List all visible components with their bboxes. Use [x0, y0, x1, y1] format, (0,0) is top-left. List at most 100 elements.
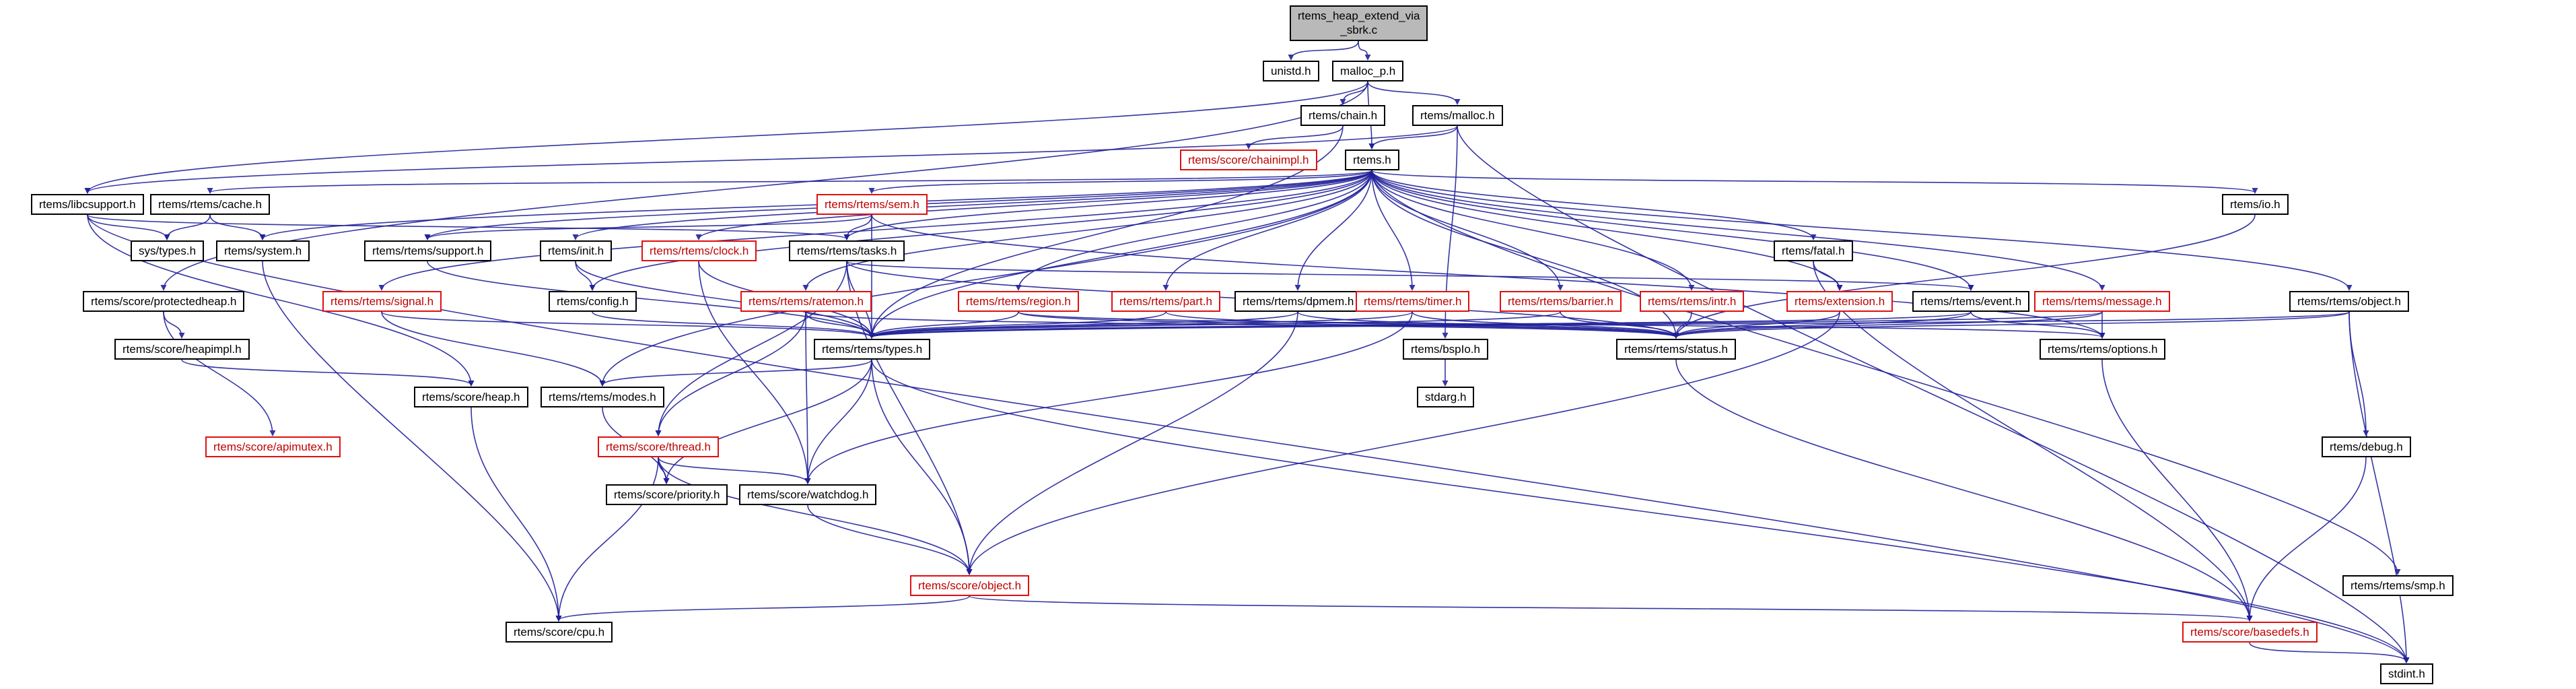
include-edge-malloc-to-stdint [1457, 125, 2410, 663]
include-edge-rtems_h-to-clock [695, 170, 1372, 240]
graph-node-label: stdint.h [2388, 667, 2425, 680]
graph-node-watchdog[interactable]: rtems/score/watchdog.h [739, 484, 877, 506]
graph-node-extension[interactable]: rtems/extension.h [1786, 291, 1893, 313]
include-edge-thread-to-cpu [555, 457, 659, 622]
include-edge-ratemon-to-watchdog [804, 311, 811, 484]
graph-node-stdarg[interactable]: stdarg.h [1417, 387, 1475, 408]
graph-node-sys_types[interactable]: sys/types.h [131, 240, 205, 262]
graph-node-options[interactable]: rtems/rtems/options.h [2040, 339, 2166, 360]
include-edge-rtems_h-to-region [1015, 170, 1372, 291]
graph-node-types[interactable]: rtems/rtems/types.h [814, 339, 931, 360]
include-edge-rtems_h-to-ratemon [802, 170, 1372, 291]
graph-node-init[interactable]: rtems/init.h [540, 240, 613, 262]
graph-node-cache[interactable]: rtems/rtems/cache.h [150, 194, 270, 216]
graph-node-apimutex[interactable]: rtems/score/apimutex.h [205, 436, 341, 458]
graph-node-label: rtems/chain.h [1309, 109, 1378, 122]
graph-node-label: rtems/rtems/part.h [1119, 295, 1212, 308]
graph-node-status[interactable]: rtems/rtems/status.h [1616, 339, 1736, 360]
graph-node-stdint[interactable]: stdint.h [2380, 663, 2433, 685]
graph-node-basedefs[interactable]: rtems/score/basedefs.h [2182, 622, 2318, 643]
include-edge-types-to-stdint [871, 359, 2410, 663]
graph-node-malloc_p[interactable]: malloc_p.h [1332, 61, 1404, 82]
graph-node-intr[interactable]: rtems/rtems/intr.h [1640, 291, 1745, 313]
include-edge-status-to-basedefs [1675, 359, 2253, 622]
graph-node-heapimpl[interactable]: rtems/score/heapimpl.h [114, 339, 250, 360]
graph-node-chainimpl[interactable]: rtems/score/chainimpl.h [1180, 150, 1317, 171]
graph-node-priority[interactable]: rtems/score/priority.h [606, 484, 728, 506]
graph-node-label: rtems/score/protectedheap.h [91, 295, 237, 308]
include-edge-region-to-types [868, 311, 1019, 339]
graph-node-label: rtems/rtems/status.h [1624, 343, 1728, 356]
graph-node-malloc[interactable]: rtems/malloc.h [1412, 105, 1503, 127]
include-edge-types-to-modes [599, 359, 872, 387]
include-edge-sc_object-to-cpu [555, 595, 970, 622]
graph-node-rtems_h[interactable]: rtems.h [1345, 150, 1399, 171]
graph-node-label: rtems/rtems/clock.h [650, 244, 749, 257]
graph-node-timer[interactable]: rtems/rtems/timer.h [1356, 291, 1470, 313]
graph-node-unistd[interactable]: unistd.h [1263, 61, 1319, 82]
graph-node-system[interactable]: rtems/system.h [216, 240, 310, 262]
include-edge-sbrk_c-to-malloc_p [1358, 40, 1371, 61]
graph-node-thread[interactable]: rtems/score/thread.h [598, 436, 719, 458]
graph-node-label: rtems/init.h [548, 244, 604, 257]
graph-node-sc_object[interactable]: rtems/score/object.h [910, 575, 1030, 597]
graph-node-event[interactable]: rtems/rtems/event.h [1912, 291, 2030, 313]
graph-node-sem[interactable]: rtems/rtems/sem.h [816, 194, 928, 216]
include-edge-types-to-sc_object [871, 359, 973, 575]
graph-node-label: rtems/rtems/types.h [822, 343, 923, 356]
graph-node-message[interactable]: rtems/rtems/message.h [2034, 291, 2170, 313]
include-edge-types-to-priority [663, 359, 872, 484]
graph-node-rr_object[interactable]: rtems/rtems/object.h [2289, 291, 2409, 313]
graph-node-clock[interactable]: rtems/rtems/clock.h [641, 240, 757, 262]
include-edge-rtems_h-to-signal [378, 170, 1372, 291]
graph-node-fatal[interactable]: rtems/fatal.h [1774, 240, 1853, 262]
graph-node-libcsupport[interactable]: rtems/libcsupport.h [31, 194, 144, 216]
graph-node-region[interactable]: rtems/rtems/region.h [958, 291, 1079, 313]
graph-node-label: rtems/rtems/cache.h [158, 198, 262, 211]
graph-node-smp[interactable]: rtems/rtems/smp.h [2342, 575, 2453, 597]
graph-node-label: rtems/fatal.h [1782, 244, 1845, 257]
include-edge-sem-to-support [424, 214, 872, 240]
graph-node-signal[interactable]: rtems/rtems/signal.h [322, 291, 442, 313]
include-edge-extension-to-sc_object [966, 311, 1840, 575]
graph-node-label: rtems/rtems/object.h [2297, 295, 2401, 308]
graph-node-config[interactable]: rtems/config.h [549, 291, 637, 313]
include-edge-init-to-types [575, 261, 875, 339]
include-edge-rtems_h-to-init [572, 170, 1372, 240]
include-edge-rtems_h-to-config [589, 170, 1372, 291]
graph-node-cpu[interactable]: rtems/score/cpu.h [506, 622, 613, 643]
graph-node-label: rtems.h [1353, 154, 1391, 166]
graph-node-label: rtems/rtems/timer.h [1364, 295, 1462, 308]
graph-node-ratemon[interactable]: rtems/rtems/ratemon.h [740, 291, 872, 313]
include-edge-system-to-cpu [262, 261, 562, 622]
include-edge-rtems_h-to-event [1371, 170, 1974, 291]
graph-node-label: rtems/rtems/support.h [372, 244, 484, 257]
include-edge-signal-to-types [381, 311, 875, 339]
include-edge-rr_object-to-debug [2348, 311, 2369, 436]
graph-node-io[interactable]: rtems/io.h [2222, 194, 2289, 216]
include-edge-malloc-to-rtems_h [1368, 125, 1458, 150]
graph-node-label: rtems/score/heap.h [422, 391, 520, 403]
include-edge-libcsupport-to-tasks [87, 214, 850, 240]
graph-node-part[interactable]: rtems/rtems/part.h [1111, 291, 1220, 313]
graph-node-label: rtems/config.h [557, 295, 629, 308]
graph-node-debug[interactable]: rtems/debug.h [2322, 436, 2411, 458]
graph-node-bspio[interactable]: rtems/bspIo.h [1403, 339, 1488, 360]
include-edge-dpmem-to-sc_object [966, 311, 1298, 575]
graph-node-support[interactable]: rtems/rtems/support.h [364, 240, 492, 262]
graph-node-barrier[interactable]: rtems/rtems/barrier.h [1500, 291, 1622, 313]
graph-node-label: rtems/rtems/dpmem.h [1243, 295, 1354, 308]
graph-node-modes[interactable]: rtems/rtems/modes.h [541, 387, 664, 408]
graph-node-label: rtems/rtems/smp.h [2351, 579, 2445, 592]
graph-node-dpmem[interactable]: rtems/rtems/dpmem.h [1234, 291, 1362, 313]
graph-node-heap[interactable]: rtems/score/heap.h [414, 387, 528, 408]
include-edge-rtems_h-to-cache [207, 170, 1372, 194]
graph-node-tasks[interactable]: rtems/rtems/tasks.h [789, 240, 905, 262]
graph-node-label: rtems/score/chainimpl.h [1188, 154, 1309, 166]
include-edge-debug-to-basedefs [2246, 457, 2367, 622]
graph-node-chain[interactable]: rtems/chain.h [1300, 105, 1386, 127]
include-edge-types-to-watchdog [804, 359, 872, 484]
graph-node-label: rtems/rtems/tasks.h [797, 244, 897, 257]
include-edge-barrier-to-types [868, 311, 1561, 339]
graph-node-protectedheap[interactable]: rtems/score/protectedheap.h [83, 291, 245, 313]
